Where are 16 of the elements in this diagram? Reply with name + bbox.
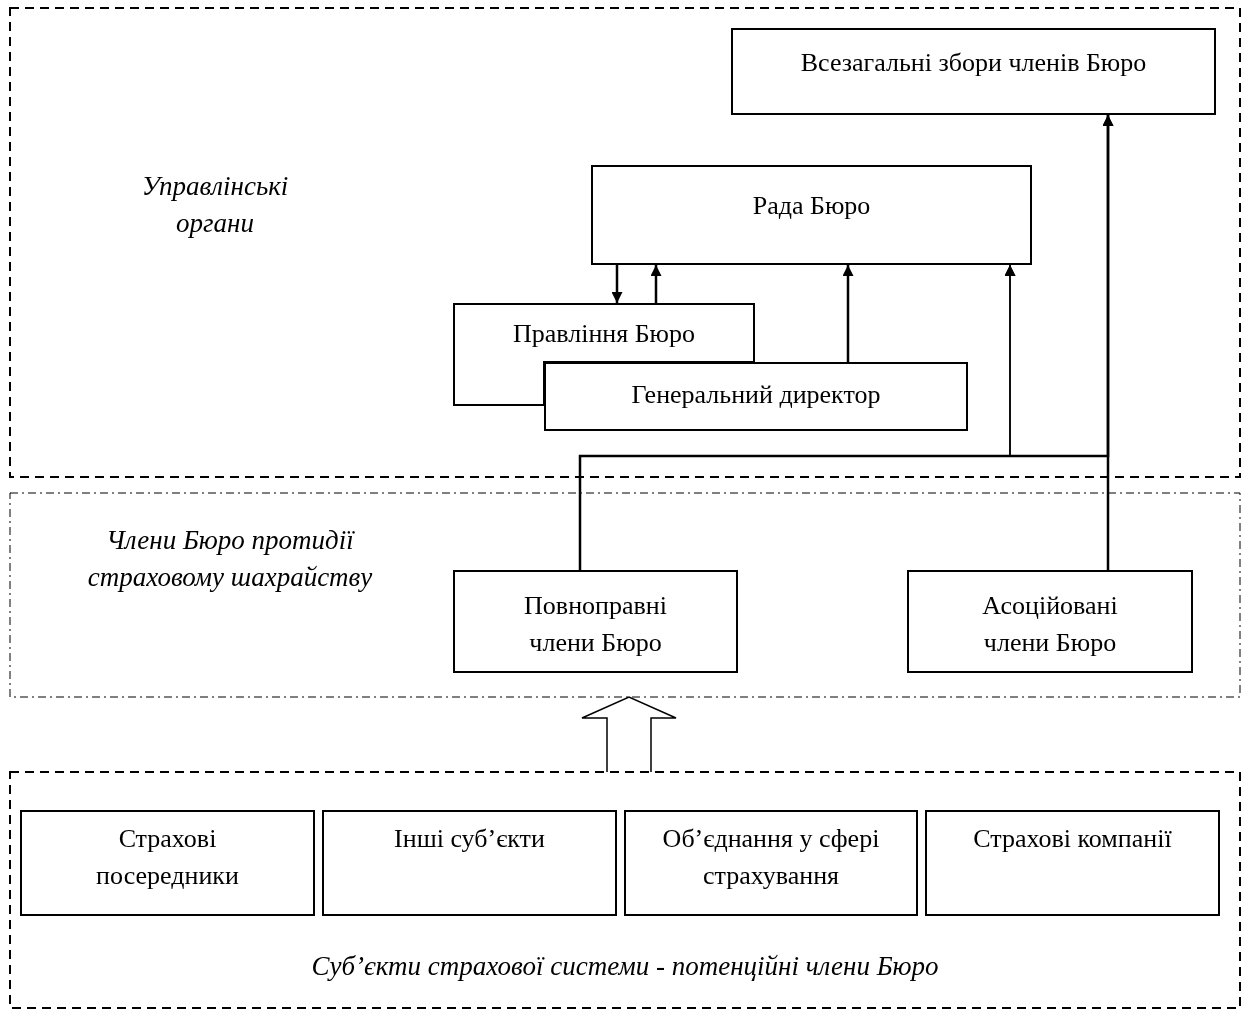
org-box: Асоційовані члени Бюро	[907, 570, 1193, 673]
org-box: Рада Бюро	[591, 165, 1032, 265]
org-box: Страхові посередники	[20, 810, 315, 916]
org-box: Об’єднання у сфері страхування	[624, 810, 918, 916]
group-heading: Суб’єкти страхової системи - потенційні члени Бюро	[310, 950, 940, 983]
group-heading: Члени Бюро протидії страховому шахрайству	[86, 524, 374, 594]
arrow	[650, 265, 662, 303]
arrow	[842, 265, 854, 362]
org-box: Генеральний директор	[544, 362, 968, 431]
org-box: Всезагальні збори членів Бюро	[731, 28, 1216, 115]
org-box: Страхові компанії	[925, 810, 1220, 916]
arrow	[611, 265, 623, 303]
org-box: Повноправні члени Бюро	[453, 570, 738, 673]
group-heading: Управлінські органи	[140, 170, 290, 240]
org-box: Інші суб’єкти	[322, 810, 617, 916]
block-arrow	[581, 696, 677, 773]
